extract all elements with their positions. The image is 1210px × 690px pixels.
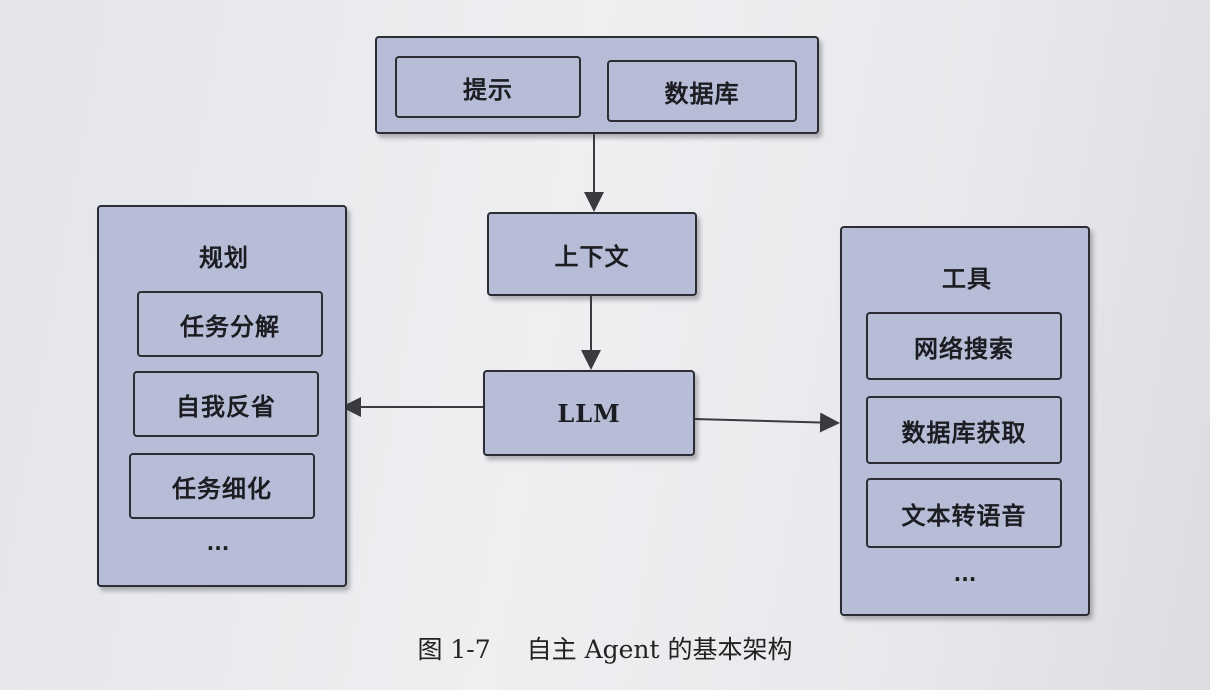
planning-item-task-refinement: 任务细化 — [129, 453, 315, 519]
context-label: 上下文 — [554, 242, 630, 271]
tools-item-web-search: 网络搜索 — [866, 312, 1062, 380]
tools-item-label: 网络搜索 — [914, 334, 1014, 363]
tools-title: 工具 — [942, 264, 992, 293]
planning-panel: 规划 任务分解 自我反省 任务细化 ... — [97, 205, 347, 587]
tools-panel: 工具 网络搜索 数据库获取 文本转语音 ... — [840, 226, 1090, 616]
planning-item-task-decomposition: 任务分解 — [137, 291, 323, 357]
tools-item-text-to-speech: 文本转语音 — [866, 478, 1062, 548]
figure-title: 自主 Agent 的基本架构 — [526, 635, 793, 664]
prompt-label: 提示 — [463, 75, 513, 104]
planning-item-label: 自我反省 — [176, 392, 276, 421]
database-box: 数据库 — [607, 60, 797, 122]
database-label: 数据库 — [664, 79, 740, 108]
figure-number: 图 1-7 — [417, 635, 491, 664]
planning-item-label: 任务细化 — [172, 474, 272, 503]
planning-title: 规划 — [199, 243, 249, 272]
tools-more: ... — [953, 562, 977, 586]
planning-item-label: 任务分解 — [180, 312, 280, 341]
prompt-box: 提示 — [395, 56, 581, 118]
llm-label: LLM — [557, 398, 621, 428]
llm-box: LLM — [483, 370, 695, 456]
planning-more: ... — [206, 531, 230, 555]
tools-item-label: 文本转语音 — [901, 501, 1027, 530]
tools-item-database-fetch: 数据库获取 — [866, 396, 1062, 464]
input-group-box: 提示 数据库 — [375, 36, 819, 134]
arrow-llm-to-tools — [693, 412, 840, 433]
figure-caption: 图 1-7 自主 Agent 的基本架构 — [0, 630, 1210, 674]
context-box: 上下文 — [487, 212, 697, 296]
planning-item-self-reflection: 自我反省 — [133, 371, 319, 437]
tools-item-label: 数据库获取 — [901, 418, 1027, 447]
